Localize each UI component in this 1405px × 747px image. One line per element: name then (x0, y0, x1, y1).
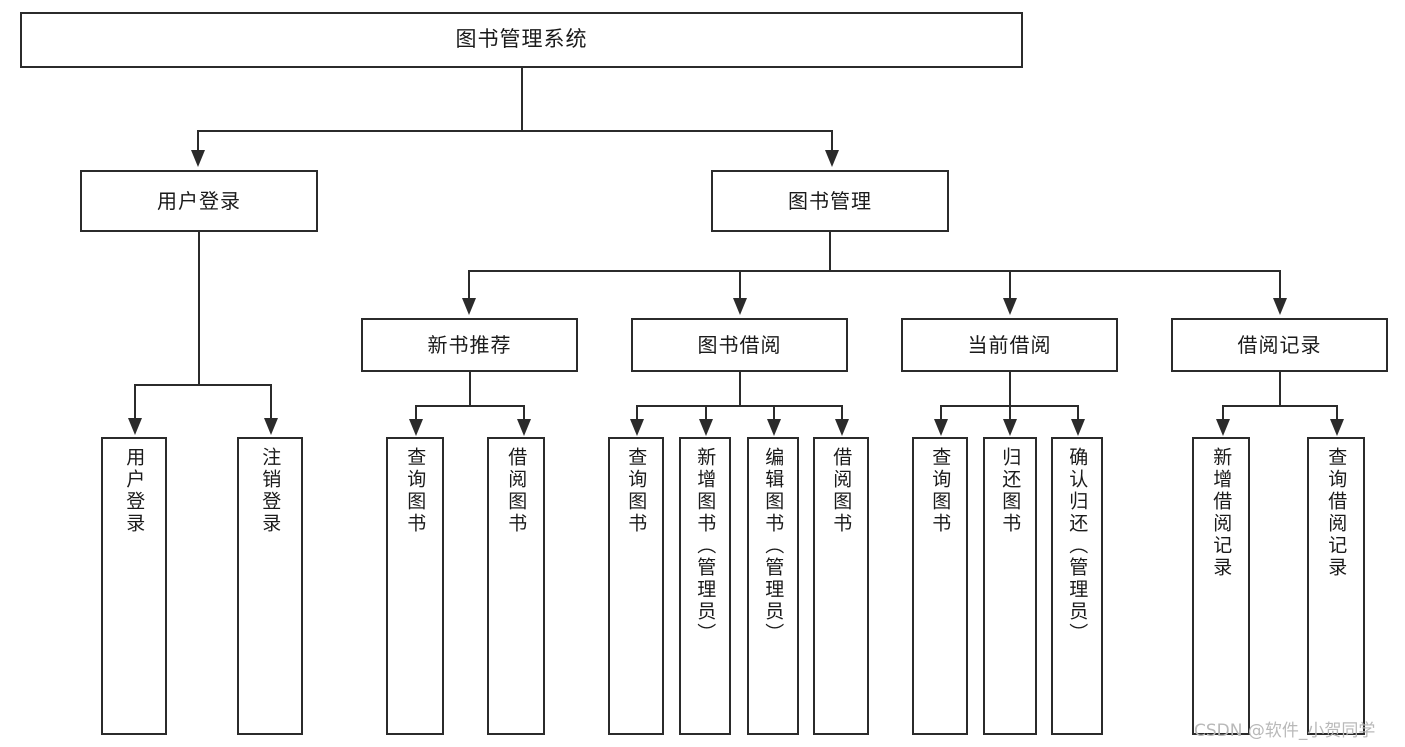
arrow-to-current-borrow (1003, 298, 1017, 315)
connector-current-borrow-drop-2 (1009, 405, 1011, 421)
arrow-to-leaf-query-book-2 (630, 419, 644, 436)
connector-user-login-drop-1 (134, 384, 136, 420)
node-label: 注销登录 (259, 447, 282, 535)
leaf-query-book-borrow[interactable]: 查询图书 (608, 437, 664, 735)
leaf-borrow-book-recommend[interactable]: 借阅图书 (487, 437, 545, 735)
arrow-to-book-borrow (733, 298, 747, 315)
leaf-user-login[interactable]: 用户登录 (101, 437, 167, 735)
connector-borrow-record-drop-2 (1336, 405, 1338, 421)
leaf-query-borrow-record[interactable]: 查询借阅记录 (1307, 437, 1365, 735)
node-label: 用户登录 (157, 189, 241, 213)
arrow-to-leaf-borrow-book-2 (835, 419, 849, 436)
arrow-to-leaf-add-record (1216, 419, 1230, 436)
arrow-to-leaf-confirm-return (1071, 419, 1085, 436)
connector-user-login-bus (134, 384, 272, 386)
connector-current-borrow-drop-1 (940, 405, 942, 421)
leaf-add-borrow-record[interactable]: 新增借阅记录 (1192, 437, 1250, 735)
node-borrow-record[interactable]: 借阅记录 (1171, 318, 1388, 372)
node-label: 新增借阅记录 (1210, 447, 1233, 579)
connector-book-borrow-drop-2 (705, 405, 707, 421)
connector-level1-drop-left (197, 130, 199, 152)
leaf-edit-book-admin[interactable]: 编辑图书（管理员） (747, 437, 799, 735)
node-label: 查询图书 (404, 447, 427, 535)
arrow-to-leaf-logout (264, 418, 278, 435)
arrow-to-leaf-edit-book (767, 419, 781, 436)
node-label: 新增图书（管理员） (694, 447, 717, 645)
node-label: 归还图书 (999, 447, 1022, 535)
leaf-query-book-current[interactable]: 查询图书 (912, 437, 968, 735)
leaf-confirm-return-admin[interactable]: 确认归还（管理员） (1051, 437, 1103, 735)
connector-borrow-record-stem (1279, 372, 1281, 405)
connector-borrow-record-drop-1 (1222, 405, 1224, 421)
arrow-to-new-book-recommend (462, 298, 476, 315)
connector-book-borrow-stem (739, 372, 741, 405)
arrow-to-leaf-return-book (1003, 419, 1017, 436)
node-current-borrow[interactable]: 当前借阅 (901, 318, 1118, 372)
connector-level2-drop-1 (468, 270, 470, 300)
connector-level2-bus (468, 270, 1280, 272)
connector-book-management-stem (829, 232, 831, 270)
connector-new-book-drop-2 (523, 405, 525, 421)
connector-root-stem (521, 68, 523, 130)
connector-level2-drop-4 (1279, 270, 1281, 300)
connector-book-borrow-drop-1 (636, 405, 638, 421)
connector-book-borrow-drop-4 (841, 405, 843, 421)
node-label: 用户登录 (123, 447, 146, 535)
connector-new-book-bus (415, 405, 525, 407)
node-label: 图书管理系统 (455, 27, 588, 52)
leaf-borrow-book[interactable]: 借阅图书 (813, 437, 869, 735)
connector-book-borrow-drop-3 (773, 405, 775, 421)
connector-borrow-record-bus (1222, 405, 1338, 407)
node-label: 当前借阅 (967, 333, 1052, 357)
connector-user-login-stem (198, 232, 200, 384)
connector-level2-drop-2 (739, 270, 741, 300)
node-label: 借阅记录 (1237, 333, 1322, 357)
arrow-to-leaf-add-book (699, 419, 713, 436)
node-book-borrow[interactable]: 图书借阅 (631, 318, 848, 372)
node-new-book-recommend[interactable]: 新书推荐 (361, 318, 578, 372)
leaf-query-book-recommend[interactable]: 查询图书 (386, 437, 444, 735)
node-label: 查询借阅记录 (1325, 447, 1348, 579)
node-label: 新书推荐 (427, 333, 512, 357)
connector-level1-drop-right (831, 130, 833, 152)
connector-user-login-drop-2 (270, 384, 272, 420)
arrow-to-user-login (191, 150, 205, 167)
connector-level2-drop-3 (1009, 270, 1011, 300)
node-label: 查询图书 (625, 447, 648, 535)
node-label: 图书管理 (788, 189, 872, 213)
node-book-management[interactable]: 图书管理 (711, 170, 949, 232)
node-label: 确认归还（管理员） (1066, 447, 1089, 645)
node-user-login[interactable]: 用户登录 (80, 170, 318, 232)
leaf-return-book[interactable]: 归还图书 (983, 437, 1037, 735)
connector-current-borrow-drop-3 (1077, 405, 1079, 421)
node-label: 编辑图书（管理员） (762, 447, 785, 645)
node-label: 查询图书 (929, 447, 952, 535)
watermark-csdn: CSDN @软件_小贺同学 (1194, 721, 1376, 741)
connector-book-borrow-bus (636, 405, 843, 407)
arrow-to-leaf-query-record (1330, 419, 1344, 436)
connector-new-book-stem (469, 372, 471, 405)
connector-level1-bus (197, 130, 833, 132)
leaf-logout[interactable]: 注销登录 (237, 437, 303, 735)
arrow-to-leaf-user-login (128, 418, 142, 435)
leaf-add-book-admin[interactable]: 新增图书（管理员） (679, 437, 731, 735)
node-label: 借阅图书 (830, 447, 853, 535)
node-root-book-management-system[interactable]: 图书管理系统 (20, 12, 1023, 68)
arrow-to-leaf-query-book-1 (409, 419, 423, 436)
connector-current-borrow-stem (1009, 372, 1011, 405)
arrow-to-borrow-record (1273, 298, 1287, 315)
node-label: 借阅图书 (505, 447, 528, 535)
node-label: 图书借阅 (697, 333, 782, 357)
connector-new-book-drop-1 (415, 405, 417, 421)
arrow-to-leaf-borrow-book-1 (517, 419, 531, 436)
arrow-to-leaf-query-book-3 (934, 419, 948, 436)
arrow-to-book-management (825, 150, 839, 167)
